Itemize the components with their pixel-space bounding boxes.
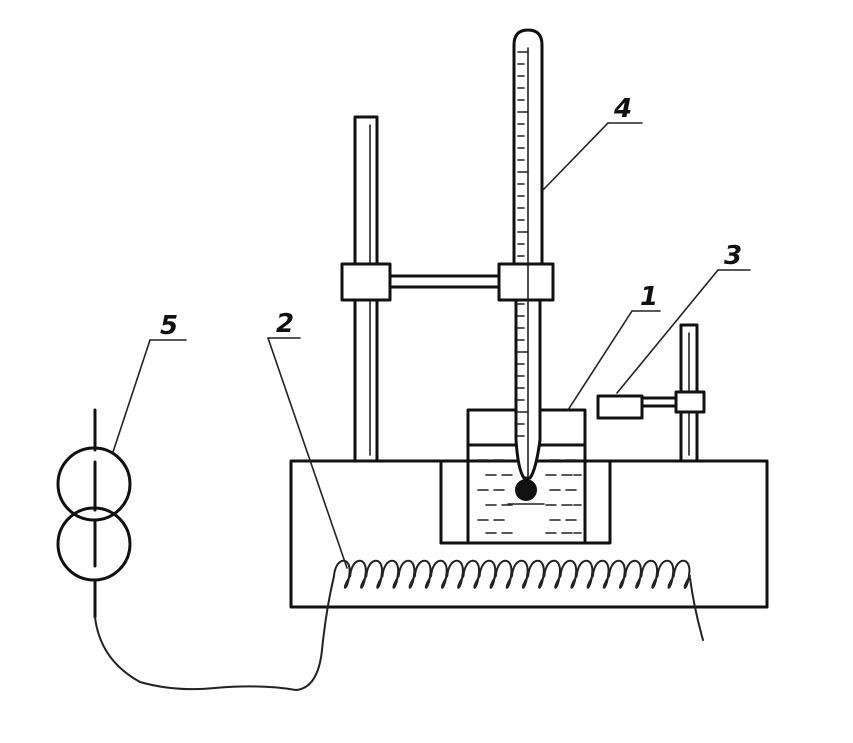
callout-5: 5	[112, 311, 187, 453]
stirrer-holder	[596, 323, 706, 463]
holder-clamp	[674, 390, 706, 414]
heater-coil-spiral	[333, 559, 691, 589]
thermometer-scale	[517, 51, 529, 437]
callout-2: 2	[267, 309, 348, 569]
supply-wire	[94, 575, 335, 692]
heater-lead-right	[689, 577, 704, 641]
label-2: 2	[276, 309, 294, 339]
thermometer-bulb	[515, 479, 537, 501]
holder-tip	[596, 394, 644, 420]
thermometer	[507, 28, 545, 505]
right-clamp-block	[497, 262, 555, 302]
callout-3: 3	[616, 241, 751, 394]
label-1: 1	[640, 282, 658, 312]
callout-1: 1	[567, 282, 661, 411]
callout-4: 4	[542, 94, 643, 191]
label-3: 3	[724, 241, 742, 271]
clamp-arm	[340, 262, 555, 302]
label-5: 5	[160, 311, 178, 341]
liquid-hatching	[477, 459, 582, 534]
heater-coil	[333, 559, 704, 641]
label-4: 4	[613, 94, 632, 124]
power-source	[56, 408, 132, 619]
left-clamp-block	[340, 262, 392, 302]
